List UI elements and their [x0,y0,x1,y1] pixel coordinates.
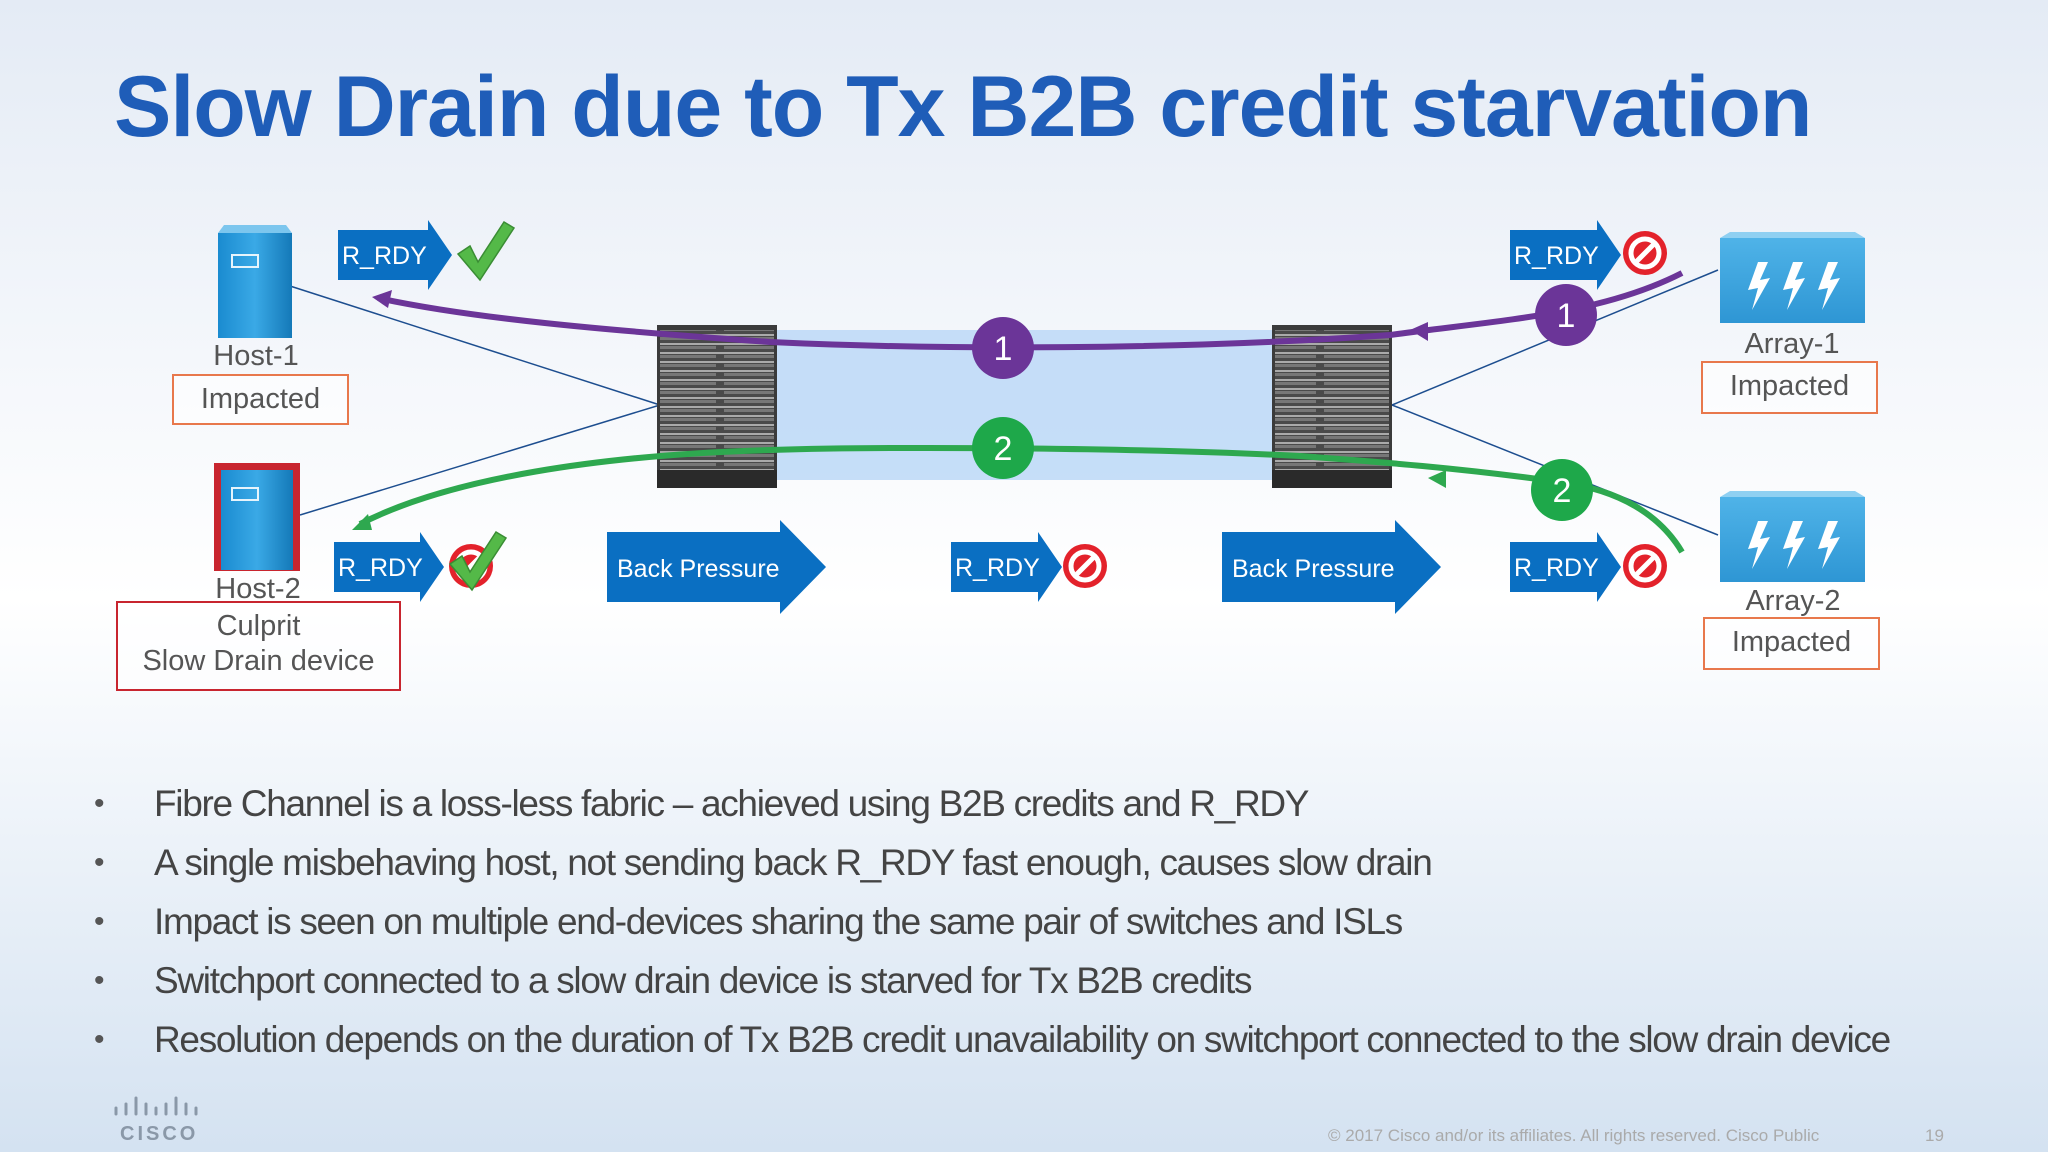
host-1-status-box: Impacted [172,374,349,425]
svg-text:R_RDY: R_RDY [1514,242,1599,270]
stop-icon-array2 [1623,544,1667,588]
flow-2-mid-arrowhead [1428,470,1446,488]
host-2-status-box: Culprit Slow Drain device [116,601,401,691]
host-1-server-icon [218,225,292,338]
svg-text:R_RDY: R_RDY [338,554,423,582]
svg-text:1: 1 [1557,297,1576,335]
flow-1-arrowhead [372,290,392,308]
back-pressure-arrow-right: Back Pressure [1222,520,1441,614]
r-rdy-arrow-host2: R_RDY [334,532,444,602]
bullet-item: Resolution depends on the duration of Tx… [92,1012,1891,1071]
host-1-label: Host-1 [213,340,299,372]
array-1-label: Array-1 [1744,328,1840,360]
stop-check-icon-host2 [449,531,507,591]
host-2-label: Host-2 [215,573,301,605]
flow-1-marker-right: 1 [1535,284,1597,346]
svg-text:R_RDY: R_RDY [342,242,427,270]
bullet-list: Fibre Channel is a loss-less fabric – ac… [92,776,1891,1071]
stop-icon-isl [1063,544,1107,588]
flow-2-marker-right: 2 [1531,459,1593,521]
r-rdy-arrow-isl: R_RDY [951,532,1062,602]
array-1-storage-icon [1720,232,1865,323]
flow-1-marker-center: 1 [972,317,1034,379]
array-1-status-box: Impacted [1701,361,1878,414]
svg-text:R_RDY: R_RDY [955,554,1040,582]
bullet-item: Fibre Channel is a loss-less fabric – ac… [92,776,1890,835]
slide-title: Slow Drain due to Tx B2B credit starvati… [114,59,1812,155]
svg-text:2: 2 [994,430,1013,468]
host-2-status-line1: Culprit [216,610,301,642]
r-rdy-arrow-host1: R_RDY [338,220,452,290]
array-2-label: Array-2 [1745,585,1841,617]
stop-icon-array1 [1623,231,1667,275]
r-rdy-arrow-array2: R_RDY [1510,532,1621,602]
r-rdy-arrow-array1: R_RDY [1510,220,1621,290]
svg-text:Back Pressure: Back Pressure [617,555,780,583]
switch-left-icon [657,325,777,488]
flow-1-mid-arrowhead [1410,322,1428,341]
flow-2-marker-center: 2 [972,417,1034,479]
page-number: 19 [1925,1126,1944,1145]
flow-1-path [377,270,1684,351]
bullet-item: Switchport connected to a slow drain dev… [92,953,1890,1012]
footer-copyright: © 2017 Cisco and/or its affiliates. All … [1328,1126,1820,1145]
svg-text:CISCO: CISCO [120,1123,198,1144]
svg-text:2: 2 [1553,472,1572,510]
svg-text:R_RDY: R_RDY [1514,554,1599,582]
svg-text:1: 1 [994,330,1013,368]
svg-text:Back Pressure: Back Pressure [1232,555,1395,583]
bullet-item: A single misbehaving host, not sending b… [92,835,1890,894]
bullet-item: Impact is seen on multiple end-devices s… [92,894,1890,953]
array-2-status-box: Impacted [1703,617,1880,670]
check-icon-host1 [457,221,515,281]
host-2-server-icon [214,463,300,571]
host-2-status-line2: Slow Drain device [142,645,375,677]
array-2-storage-icon [1720,491,1865,582]
flow-2-arrowhead [352,514,372,530]
back-pressure-arrow-left: Back Pressure [607,520,826,614]
cisco-logo: CISCO [112,1096,198,1149]
